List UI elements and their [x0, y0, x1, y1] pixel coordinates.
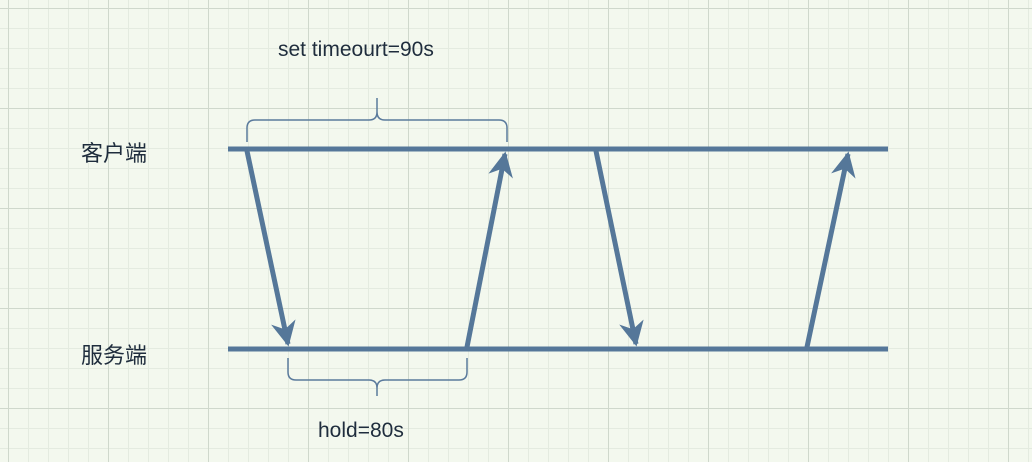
- timeout-brace: [246, 98, 508, 142]
- server-label: 服务端: [81, 344, 148, 369]
- request-arrow-2: [593, 150, 644, 347]
- timeout-label: set timeourt=90s: [278, 38, 434, 61]
- client-label: 客户端: [81, 142, 148, 167]
- request-arrow-1: [244, 150, 296, 347]
- hold-brace: [287, 358, 468, 396]
- response-arrow-1: [464, 151, 513, 348]
- response-arrow-2: [804, 151, 856, 348]
- hold-label: hold=80s: [318, 419, 404, 442]
